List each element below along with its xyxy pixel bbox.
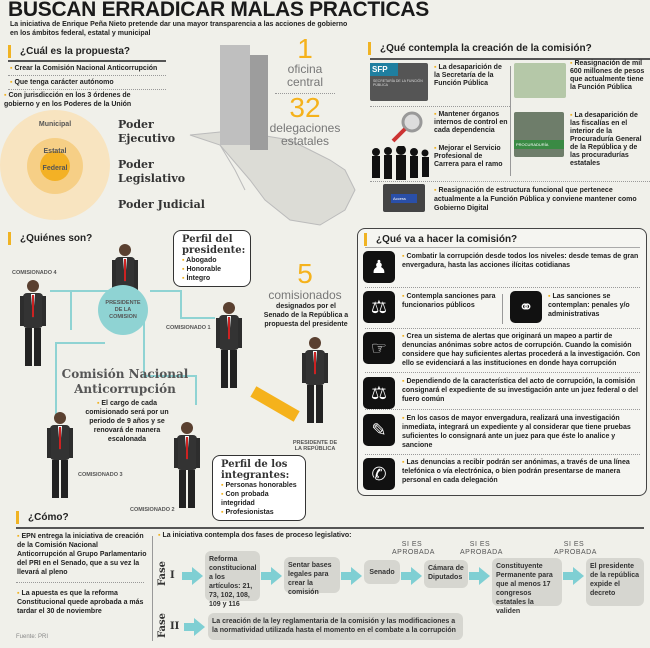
comisionados-text: designados por el Senado de la República… — [263, 303, 349, 328]
comisionado-1-figure — [214, 300, 244, 390]
contempla-item: Mejorar el Servicio Profesional de Carre… — [434, 145, 508, 169]
aprobada-label: SI ES APROBADA — [460, 541, 503, 556]
oficina-central-count: 1 — [297, 33, 313, 64]
comisionado-2-figure — [172, 420, 202, 510]
comisionado-1-label: COMISIONADO 1 — [166, 325, 211, 331]
arrow-icon — [261, 567, 282, 585]
fase-1-label: Fase — [157, 560, 169, 587]
propuesta-item: Con jurisdicción en los 3 órdenes de gob… — [4, 91, 154, 109]
contempla-item: La desaparición de la Secretaría de la F… — [434, 64, 506, 88]
hacer-item: En los casos de mayor envergadura, reali… — [402, 414, 644, 450]
federal-circle — [40, 151, 70, 181]
pointing-hand-icon: ☞ — [363, 332, 395, 364]
comisionado-4-label: COMISIONADO 4 — [12, 270, 57, 276]
source-note: Fuente: PRI — [16, 634, 49, 640]
hacer-item: Contempla sanciones para funcionarios pú… — [402, 292, 498, 310]
comisionado-4-figure — [18, 278, 48, 368]
municipal-label: Municipal — [38, 121, 72, 128]
aprobada-label: SI ES APROBADA — [554, 541, 597, 556]
quienes-heading: ¿Quiénes son? — [8, 232, 92, 245]
hacer-item: Crea un sistema de alertas que originará… — [402, 332, 644, 368]
estatal-label: Estatal — [43, 148, 67, 155]
delegaciones-label: delegaciones estatales — [269, 121, 341, 148]
fase-2-step: La creación de la ley reglamentaria de l… — [208, 613, 463, 640]
phone-icon: ✆ — [363, 458, 395, 490]
como-heading: ¿Cómo? — [16, 511, 69, 524]
arrow-icon — [469, 567, 490, 585]
arrow-icon — [401, 567, 422, 585]
procuraduria-image: PROCURADURÍA — [514, 112, 564, 157]
perfil-integrantes-card: Perfil de los integrantes: Personas hono… — [212, 455, 306, 521]
oficina-central-label: oficina central — [286, 62, 324, 89]
presidente-comision-circle: PRESIDENTE DE LA COMISION — [98, 285, 148, 335]
comision-title: Comisión Nacional Anticorrupción — [61, 367, 189, 396]
fase-2-label: Fase — [157, 612, 169, 639]
people-silhouettes-icon — [372, 146, 429, 180]
police-icon: ♟ — [363, 251, 395, 283]
aprobada-label: SI ES APROBADA — [392, 541, 435, 556]
perfil-presidente-card: Perfil del presidente: Abogado Honorable… — [173, 230, 251, 287]
document-magnifier-icon: ✎ — [363, 414, 395, 446]
hacer-heading: ¿Qué va a hacer la comisión? — [364, 233, 517, 246]
magnifier-icon — [391, 111, 423, 143]
gavel-icon: ⚖ — [363, 377, 395, 409]
fase-1-number: I — [170, 570, 175, 581]
comisionados-count: 5 — [297, 258, 313, 289]
contempla-heading: ¿Qué contempla la creación de la comisió… — [368, 42, 592, 55]
presidente-republica-figure — [300, 335, 330, 425]
page-title: BUSCAN ERRADICAR MALAS PRÁCTICAS — [8, 0, 429, 21]
como-left-item: EPN entrega la iniciativa de creación de… — [17, 532, 147, 577]
hacer-item: Combatir la corrupción desde todos los n… — [402, 252, 642, 270]
contempla-item: Mantener órganos internos de control en … — [434, 111, 508, 135]
como-intro: La iniciativa contempla dos fases de pro… — [158, 531, 351, 540]
handcuffs-icon: ⚭ — [510, 291, 542, 323]
access-key-image: Access — [383, 184, 425, 212]
arrow-icon — [182, 567, 203, 585]
propuesta-item: Que tenga carácter autónomo — [10, 78, 113, 87]
presidente-republica-label: PRESIDENTE DE LA REPÚBLICA — [292, 440, 338, 452]
money-image — [514, 63, 566, 98]
poder-ejecutivo: Poder Ejecutivo — [118, 118, 176, 145]
delegaciones-count: 32 — [289, 92, 321, 123]
como-left-item: La apuesta es que la reforma Constitucio… — [17, 589, 147, 616]
hacer-item: Las denuncias a recibir podrán ser anóni… — [402, 458, 637, 485]
poder-legislativo: Poder Legislativo — [118, 158, 186, 185]
federal-label: Federal — [42, 165, 68, 172]
subtitle: La iniciativa de Enrique Peña Nieto pret… — [10, 21, 348, 37]
step-bases: Sentar bases legales para crear la comis… — [284, 557, 340, 596]
contempla-item: Reasignación de estructura funcional que… — [434, 186, 646, 213]
comision-text: El cargo de cada comisionado será por un… — [82, 399, 172, 444]
gavel-icon: ⚖ — [363, 291, 395, 323]
hacer-item: Las sanciones se contemplan: penales y/o… — [548, 292, 642, 319]
fase-2-number: II — [170, 621, 180, 632]
arrow-icon — [250, 386, 300, 422]
contempla-item: La desaparición de las fiscalías en el i… — [570, 112, 648, 168]
arrow-icon — [341, 567, 362, 585]
hacer-item: Dependiendo de la característica del act… — [402, 377, 644, 404]
comisionado-3-figure — [45, 410, 75, 500]
step-senado: Senado — [364, 560, 400, 584]
step-decreto: El presidente de la república expide el … — [586, 558, 644, 606]
arrow-icon — [184, 618, 205, 636]
poder-judicial: Poder Judicial — [118, 198, 205, 211]
arrow-icon — [563, 567, 584, 585]
comisionados-label: comisionados — [268, 288, 342, 302]
comisionado-3-label: COMISIONADO 3 — [78, 472, 123, 478]
step-diputados: Cámara de Diputados — [424, 560, 468, 588]
step-constituyente: Constituyente Permanente para que al men… — [492, 558, 562, 615]
mexico-map-building — [189, 45, 356, 226]
building-icon — [220, 45, 268, 150]
propuesta-heading: ¿Cuál es la propuesta? — [8, 45, 130, 58]
contempla-item: Reasignación de mil 600 millones de peso… — [570, 60, 648, 92]
step-reforma: Reforma constitucional a los artículos: … — [205, 551, 260, 608]
propuesta-item: Crear la Comisión Nacional Anticorrupció… — [10, 64, 157, 73]
comisionado-2-label: COMISIONADO 2 — [130, 507, 175, 513]
